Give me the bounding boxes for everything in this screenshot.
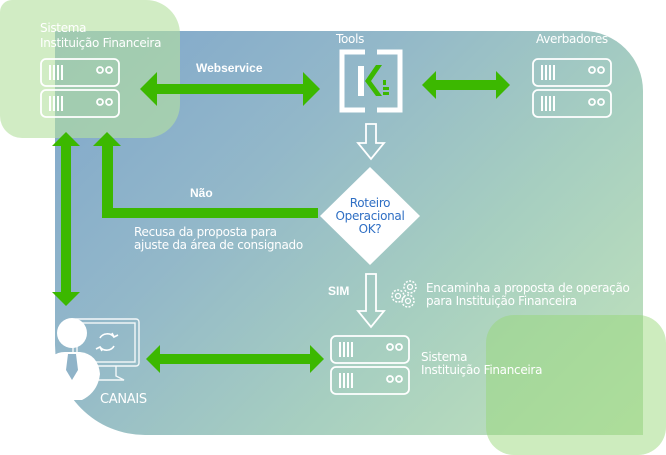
webservice-arrow: [140, 72, 320, 106]
user-monitor-icon[interactable]: [20, 318, 145, 400]
decision-text-line1: Roteiro: [349, 196, 391, 210]
tools-to-decision-arrow: [356, 123, 386, 161]
tools-averbadores-arrow: [422, 71, 510, 99]
server-icon[interactable]: [40, 58, 120, 118]
nao-desc-line1: Recusa da proposta para: [134, 225, 277, 239]
sistema-bottom-label-line2: Instituição Financeira: [421, 363, 543, 377]
server-icon[interactable]: [532, 58, 612, 118]
bottom-right-highlight-panel: [486, 315, 666, 455]
sim-down-arrow: [356, 273, 386, 329]
averbadores-label: Averbadores: [536, 32, 608, 46]
sim-desc-line1: Encaminha a proposta de operação: [426, 281, 630, 295]
gears-icon: [391, 280, 417, 308]
nao-desc-line2: ajuste da área de consignado: [134, 238, 303, 252]
kt-logo-icon[interactable]: [339, 49, 403, 113]
decision-text-line2: Operacional: [335, 209, 405, 223]
nao-label: Não: [190, 186, 213, 200]
decision-text: Roteiro Operacional OK?: [325, 197, 415, 236]
sistema-bottom-label-line1: Sistema: [421, 350, 468, 364]
nao-return-arrow: [93, 132, 318, 218]
top-left-highlight-panel: [0, 0, 180, 138]
decision-text-line3: OK?: [358, 222, 382, 236]
sistema-top-label-line1: Sistema: [40, 21, 87, 35]
server-icon[interactable]: [330, 335, 410, 395]
webservice-label: Webservice: [196, 61, 263, 75]
sim-desc-line2: para Instituição Financeira: [426, 294, 577, 308]
tools-label: Tools: [336, 32, 365, 46]
sim-label: SIM: [328, 284, 350, 298]
decision-diamond[interactable]: [320, 167, 420, 265]
sistema-canais-vertical-arrow: [52, 132, 80, 306]
sistema-top-label-line2: Instituição Financeira: [40, 36, 162, 50]
canais-sistema-arrow: [146, 345, 324, 373]
canais-label: CANAIS: [100, 392, 147, 407]
